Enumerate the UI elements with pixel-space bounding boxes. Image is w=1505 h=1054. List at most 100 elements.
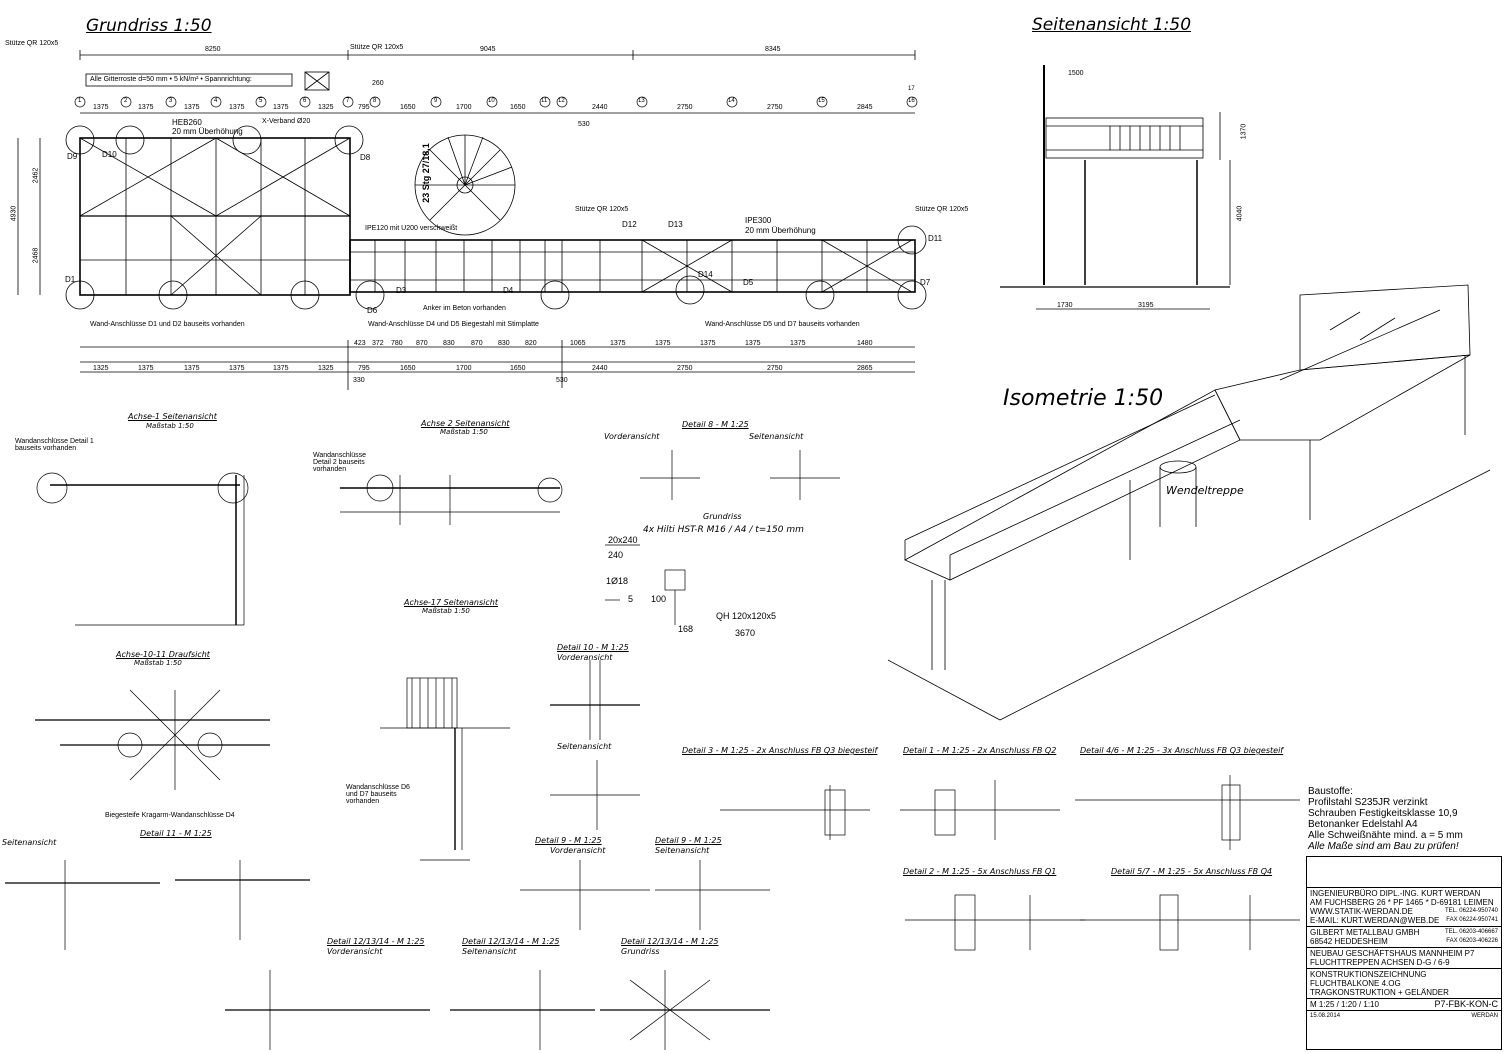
dim-bottom-3: 1375 [184,365,200,372]
label-d11: D11 [928,234,943,243]
engineer-tel: TEL. 06224-950740 [1444,908,1498,914]
dim-axis-7: 795 [358,104,370,111]
side-view-title: Seitenansicht 1:50 [1032,15,1192,35]
detail3-title: Detail 3 - M 1:25 - 2x Anschluss FB Q3 b… [682,746,878,755]
detail9b-sub: Seitenansicht [655,846,710,855]
label-d1: D1 [65,275,76,284]
detail12c-sub: Grundriss [621,947,660,956]
plate-18: 1Ø18 [606,576,629,586]
axis-17: 17 [908,86,915,92]
materials-line: Betonanker Edelstahl A4 [1308,819,1418,830]
dim-sub-15: 1480 [857,340,873,347]
axis-6: 6 [303,98,307,104]
dim-bottom-13: 2750 [767,365,783,372]
dim-sub-11: 1375 [655,340,671,347]
dim-bottom-1: 1325 [93,365,109,372]
achse17-title: Achse-17 Seitenansicht [404,598,498,607]
detail12b-sub: Seitenansicht [462,947,517,956]
achse1011-note: Biegesteife Kragarm-Wandanschlüsse D4 [105,812,235,819]
dim-sub-13: 1375 [745,340,761,347]
dim-bottom-4: 1375 [229,365,245,372]
side-dim-1500: 1500 [1068,70,1084,77]
dim-axis-10: 1650 [510,104,526,111]
label-wand-right: Wand-Anschlüsse D5 und D7 bauseits vorha… [705,321,860,328]
achse2-scale: Maßstab 1:50 [440,428,488,436]
materials-line: Schrauben Festigkeitsklasse 10,9 [1308,808,1458,819]
dim-axis-14: 2845 [857,104,873,111]
side-dim-3195: 3195 [1138,302,1154,309]
label-u200: IPE120 mit U200 verschweißt [365,225,458,232]
plan-view [17,50,927,390]
detail10-side: Seitenansicht [557,742,612,751]
drawing-line: FLUCHTBALKONE 4.OG [1310,979,1401,988]
qh-profile: QH 120x120x5 [716,611,777,621]
dim-sub-3: 780 [391,340,403,347]
label-stuetze-left: Stütze QR 120x5 [5,40,59,47]
scale-row: M 1:25 / 1:20 / 1:10 P7-FBK-KON-C [1307,999,1501,1011]
dim-side-lower: 2468 [32,247,40,264]
materials-heading: Baustoffe: [1308,786,1353,797]
dim-axis-8: 1650 [400,104,416,111]
detail11-side: Seitenansicht [2,838,57,847]
detail9a-sub: Vorderansicht [550,846,606,855]
detail8-plan: Grundriss [703,512,742,521]
detail12a-sub: Vorderansicht [327,947,383,956]
dim-sub-8: 820 [525,340,537,347]
dim-axis-5: 1375 [273,104,289,111]
dim-sub-2: 372 [372,340,384,347]
dim-bottom-8: 1650 [400,365,416,372]
side-view [1000,65,1231,310]
isometric-title: Isometrie 1:50 [1003,386,1164,411]
detail12c-title: Detail 12/13/14 - M 1:25 [621,937,719,946]
dim-sub-4: 870 [416,340,428,347]
detail10-title: Detail 10 - M 1:25 [557,643,629,652]
scale-value: M 1:25 / 1:20 / 1:10 [1310,1000,1379,1009]
axis-15: 15 [818,98,825,104]
dim-sub-7: 830 [498,340,510,347]
plate-5: 5 [628,594,634,604]
dim-top-2: 9045 [480,46,496,53]
drawing-block: KONSTRUKTIONSZEICHNUNG FLUCHTBALKONE 4.O… [1307,969,1501,999]
detail2-title: Detail 2 - M 1:25 - 5x Anschluss FB Q1 [903,867,1057,876]
detail1-title: Detail 1 - M 1:25 - 2x Anschluss FB Q2 [903,746,1057,755]
dim-bottom-12: 2750 [677,365,693,372]
project-line: FLUCHTTREPPEN ACHSEN D-G / 6-9 [1310,958,1450,967]
label-d12: D12 [622,220,637,229]
client-fax: FAX 06203-406226 [1446,938,1498,944]
detail-linework [5,450,1300,1050]
label-d7: D7 [920,278,931,287]
drawing-line: KONSTRUKTIONSZEICHNUNG [1310,970,1427,979]
axis-13: 13 [638,98,645,104]
plate-168: 168 [678,624,694,634]
axis-7: 7 [346,98,350,104]
dim-bottom-11: 2440 [592,365,608,372]
materials-note: Baustoffe: Profilstahl S235JR verzinkt S… [1308,786,1463,852]
hilti-anchor: 4x Hilti HST-R M16 / A4 / t=150 mm [643,525,804,535]
spiral-stair-label: Wendeltreppe [1166,484,1244,497]
achse17-scale: Maßstab 1:50 [422,607,470,615]
materials-line: Profilstahl S235JR verzinkt [1308,797,1428,808]
qh-length: 3670 [735,628,756,638]
engineer-block: INGENIEURBÜRO DIPL.-ING. KURT WERDAN AM … [1307,888,1501,927]
axis-11: 11 [541,98,548,104]
label-stuetze-c: Stütze QR 120x5 [575,206,629,213]
dim-bottom-14: 2865 [857,365,873,372]
drawing-date: 15.08.2014 [1310,1013,1341,1019]
achse2-title: Achse 2 Seitenansicht [421,419,510,428]
detail8-front: Vorderansicht [604,432,660,441]
axis-4: 4 [214,98,218,104]
dim-axis-11: 2440 [592,104,608,111]
dim-axis-2: 1375 [138,104,154,111]
client-city: 68542 HEDDESHEIM [1310,937,1388,946]
dim-sub-12: 1375 [700,340,716,347]
dim-axis-6: 1325 [318,104,334,111]
label-heb260: HEB260 [172,118,202,127]
label-wand-left: Wand-Anschlüsse D1 und D2 bauseits vorha… [90,321,245,328]
revision-table [1307,857,1501,888]
label-d6: D6 [367,306,378,315]
label-ipe300: IPE300 [745,216,772,225]
detail12b-title: Detail 12/13/14 - M 1:25 [462,937,560,946]
